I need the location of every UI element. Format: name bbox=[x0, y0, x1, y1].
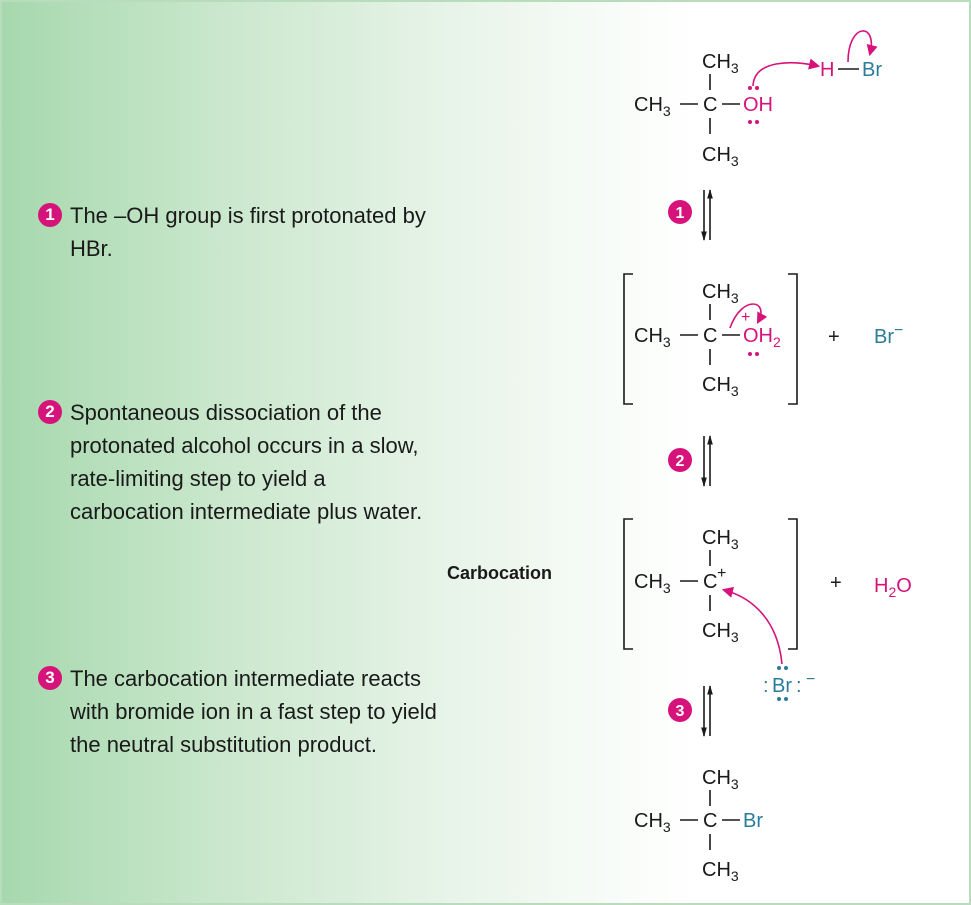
ch3-text: CH bbox=[634, 325, 663, 347]
colon-left: : bbox=[763, 675, 769, 697]
hydroxyl-group: OH bbox=[743, 94, 773, 116]
protonated-alcohol-bracket bbox=[623, 273, 798, 405]
svg-text:CH3: CH3 bbox=[634, 325, 671, 350]
oxonium-group: OH2 bbox=[743, 325, 781, 350]
step-badge-3: 3 bbox=[38, 666, 62, 690]
arrow-badge-3 bbox=[668, 698, 692, 722]
arrow-badge-2 bbox=[668, 448, 692, 472]
ch3-subscript: 3 bbox=[663, 819, 671, 835]
ch3-subscript: 3 bbox=[731, 536, 739, 552]
ch3-text: CH bbox=[702, 281, 731, 303]
svg-text:CH3: CH3 bbox=[702, 374, 739, 399]
ch3-text: CH bbox=[634, 94, 663, 116]
ch3-subscript: 3 bbox=[731, 290, 739, 306]
protonated-alcohol: CH3 CH3 C OH2 + CH3 bbox=[634, 281, 781, 399]
svg-text:1: 1 bbox=[676, 205, 685, 222]
ch3-subscript: 3 bbox=[663, 103, 671, 119]
electron-arrow-hbr bbox=[847, 30, 878, 63]
step-1: 1 The –OH group is first protonated by H… bbox=[38, 199, 426, 265]
tert-butyl-bromide: CH3 CH3 C Br CH3 bbox=[634, 767, 763, 884]
ch3-text: CH bbox=[702, 859, 731, 881]
svg-text:3: 3 bbox=[676, 703, 685, 720]
svg-text:CH3: CH3 bbox=[702, 144, 739, 169]
central-carbon: C bbox=[703, 810, 717, 832]
ch3-subscript: 3 bbox=[663, 334, 671, 350]
oxonium-charge: + bbox=[741, 309, 750, 326]
ch3-subscript: 3 bbox=[731, 868, 739, 884]
product-bromine: Br bbox=[743, 810, 763, 832]
ch3-text: CH bbox=[702, 374, 731, 396]
svg-text:CH3: CH3 bbox=[634, 810, 671, 835]
central-carbon: C bbox=[703, 94, 717, 116]
hbr-hydrogen: H bbox=[820, 59, 834, 81]
ch3-text: CH bbox=[634, 571, 663, 593]
svg-text:CH3: CH3 bbox=[702, 51, 739, 76]
bromide-nucleophile: : Br : − bbox=[763, 666, 815, 701]
central-carbon: C bbox=[703, 325, 717, 347]
step-badge-1: 1 bbox=[38, 203, 62, 227]
svg-text:CH3: CH3 bbox=[634, 571, 671, 596]
bromide-charge: − bbox=[806, 671, 815, 688]
svg-text:CH3: CH3 bbox=[702, 767, 739, 792]
step-badge-2: 2 bbox=[38, 400, 62, 424]
ch3-subscript: 3 bbox=[731, 776, 739, 792]
svg-text:CH3: CH3 bbox=[702, 620, 739, 645]
electron-arrow-br-to-c bbox=[721, 586, 783, 665]
colon-right: : bbox=[796, 675, 802, 697]
hydrogen-bromide: H Br bbox=[820, 59, 882, 81]
ch3-subscript: 3 bbox=[731, 153, 739, 169]
ch3-subscript: 3 bbox=[663, 580, 671, 596]
bromide-symbol: Br bbox=[772, 675, 792, 697]
svg-text:2: 2 bbox=[676, 453, 685, 470]
step-2: 2 Spontaneous dissociation of the proton… bbox=[38, 396, 422, 528]
step-3-text: The carbocation intermediate reacts with… bbox=[70, 666, 437, 757]
ch3-text: CH bbox=[702, 767, 731, 789]
carbocation: CH3 CH3 C + CH3 bbox=[634, 527, 739, 645]
svg-text:CH3: CH3 bbox=[702, 859, 739, 884]
tert-butyl-alcohol: CH3 CH3 C OH CH3 bbox=[634, 51, 773, 169]
arrow-badge-1 bbox=[668, 200, 692, 224]
ch3-subscript: 3 bbox=[731, 60, 739, 76]
water-molecule: H2O bbox=[874, 575, 912, 600]
ch3-text: CH bbox=[702, 51, 731, 73]
bromide-ion: Br− bbox=[874, 322, 903, 348]
svg-text:CH3: CH3 bbox=[702, 281, 739, 306]
ch3-subscript: 3 bbox=[731, 383, 739, 399]
carbocation-charge: + bbox=[717, 565, 726, 582]
svg-text:CH3: CH3 bbox=[634, 94, 671, 119]
cationic-carbon: C bbox=[703, 571, 717, 593]
carbocation-label: Carbocation bbox=[447, 563, 552, 583]
carbocation-bracket bbox=[623, 518, 798, 650]
hbr-bromine: Br bbox=[862, 59, 882, 81]
ch3-subscript: 3 bbox=[731, 629, 739, 645]
step-3: 3 The carbocation intermediate reacts wi… bbox=[38, 662, 437, 761]
electron-arrow-c-o-bond bbox=[729, 303, 768, 329]
step-2-text: Spontaneous dissociation of the protonat… bbox=[70, 400, 423, 524]
ch3-text: CH bbox=[702, 527, 731, 549]
svg-text:CH3: CH3 bbox=[702, 527, 739, 552]
plus-sign-1: + bbox=[828, 326, 840, 348]
ch3-text: CH bbox=[634, 810, 663, 832]
ch3-text: CH bbox=[702, 144, 731, 166]
step-1-text: The –OH group is first protonated by HBr… bbox=[70, 203, 426, 261]
ch3-text: CH bbox=[702, 620, 731, 642]
plus-sign-2: + bbox=[830, 572, 842, 594]
electron-arrow-o-to-h bbox=[752, 58, 821, 87]
